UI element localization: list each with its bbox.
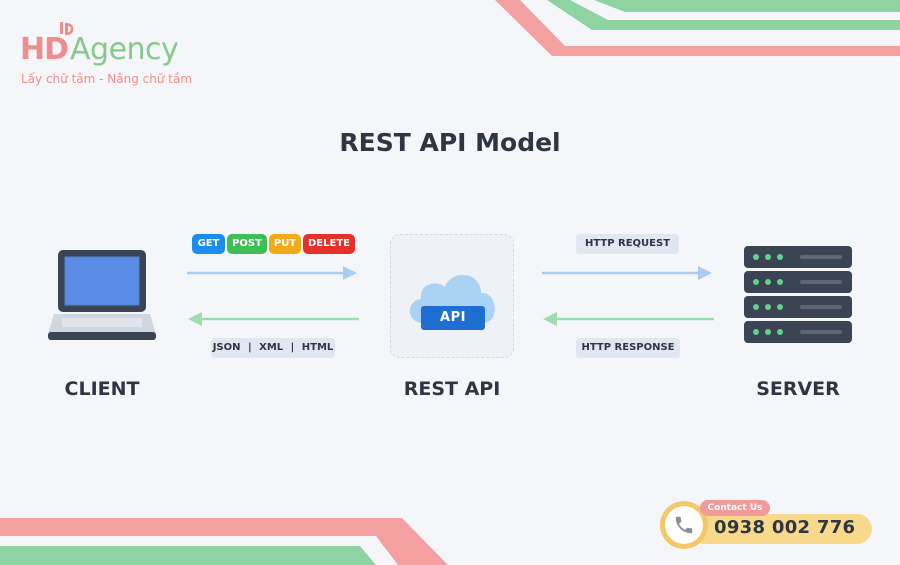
rest-api-label: REST API bbox=[403, 378, 501, 400]
format-xml: XML bbox=[259, 342, 284, 353]
method-delete-pill: DELETE bbox=[303, 234, 355, 254]
http-request-tag: HTTP REQUEST bbox=[576, 234, 679, 254]
page-title: REST API Model bbox=[339, 128, 561, 157]
phone-bar[interactable] bbox=[690, 514, 872, 544]
server-request-arrow bbox=[542, 266, 712, 280]
formats-tag: JSON | XML | HTML bbox=[211, 338, 335, 358]
server-label: SERVER bbox=[756, 378, 840, 400]
method-get-pill: GET bbox=[192, 234, 225, 254]
contact-widget[interactable]: Contact Us 0938 002 776 bbox=[656, 497, 884, 553]
laptop-icon bbox=[48, 250, 156, 340]
phone-icon bbox=[675, 516, 693, 534]
logo-mark-icon bbox=[60, 22, 74, 36]
format-separator: | bbox=[290, 342, 295, 353]
server-response-arrow bbox=[543, 312, 714, 326]
phone-number[interactable]: 0938 002 776 bbox=[714, 517, 856, 538]
logo-agency-text: Agency bbox=[70, 32, 179, 67]
api-badge: API bbox=[421, 306, 485, 330]
client-request-arrow bbox=[187, 266, 357, 280]
method-put-pill: PUT bbox=[269, 234, 301, 254]
phone-circle[interactable] bbox=[660, 501, 708, 549]
format-separator: | bbox=[247, 342, 252, 353]
format-json: JSON bbox=[212, 342, 241, 353]
server-icon bbox=[744, 246, 852, 343]
brand-logo: HD Agency Lấy chữ tâm - Nâng chữ tầm bbox=[20, 18, 220, 93]
contact-us-label: Contact Us bbox=[700, 500, 770, 516]
method-post-pill: POST bbox=[227, 234, 267, 254]
client-label: CLIENT bbox=[64, 378, 140, 400]
http-response-tag: HTTP RESPONSE bbox=[576, 338, 680, 358]
format-html: HTML bbox=[301, 342, 334, 353]
client-response-arrow bbox=[188, 312, 359, 326]
logo-hd-text: HD bbox=[20, 32, 69, 67]
logo-tagline: Lấy chữ tâm - Nâng chữ tầm bbox=[21, 72, 193, 86]
rest-api-box: API bbox=[390, 234, 514, 358]
